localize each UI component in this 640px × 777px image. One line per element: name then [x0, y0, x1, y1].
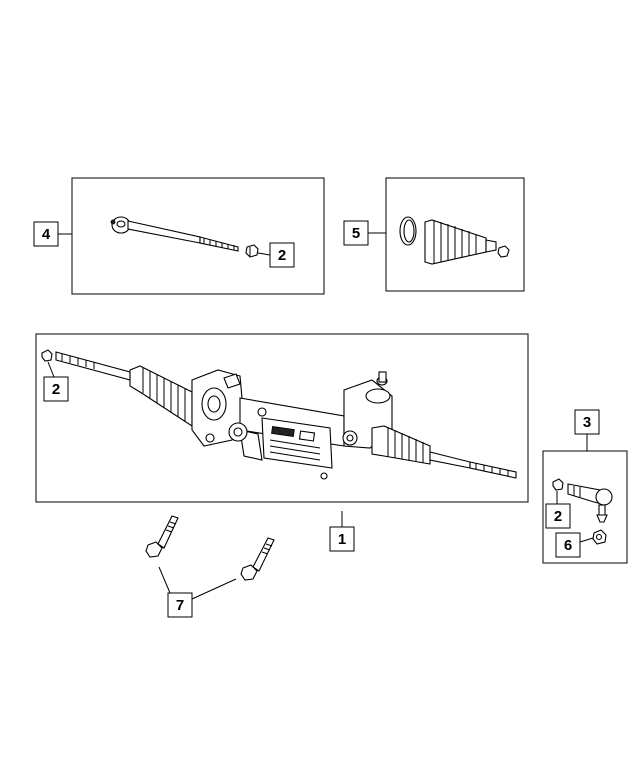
outer-tie-rod-end-illustration: [567, 483, 613, 523]
callout-6: 6: [555, 532, 594, 558]
callout-2-inner-tie-rod: 2: [257, 242, 295, 268]
svg-text:3: 3: [583, 414, 591, 431]
svg-text:4: 4: [42, 226, 51, 243]
callout-4: 4: [33, 221, 72, 247]
svg-text:2: 2: [278, 247, 286, 264]
outer-tie-rod-group-frame: [542, 450, 628, 564]
callout-5: 5: [343, 220, 386, 246]
castle-nut-6: [592, 529, 607, 545]
inner-tie-rod-illustration: [110, 216, 239, 252]
steering-gear-illustration: [55, 351, 517, 480]
inner-tie-rod-group-frame: [71, 177, 325, 295]
svg-text:2: 2: [554, 508, 562, 525]
callout-7: 7: [158, 566, 237, 618]
jam-nut-1: [41, 349, 53, 362]
boot-kit-group-frame: [385, 177, 525, 292]
svg-text:2: 2: [52, 381, 60, 398]
boot-clamp: [399, 216, 417, 246]
callout-2-steering-gear: 2: [43, 361, 69, 402]
callout-1: 1: [329, 511, 355, 552]
svg-text:6: 6: [564, 537, 572, 554]
callout-2-outer-tie-rod: 2: [545, 491, 571, 529]
svg-text:5: 5: [352, 225, 360, 242]
bellows-boot: [424, 219, 497, 265]
jam-nut-3: [552, 478, 564, 491]
steering-gear-group-frame: [35, 333, 529, 503]
bolt-7-right: [240, 537, 275, 581]
jam-nut-4: [245, 244, 259, 258]
bolt-7-left: [145, 515, 179, 558]
boot-small-clamp: [497, 245, 510, 258]
svg-text:7: 7: [176, 597, 184, 614]
callout-3: 3: [574, 409, 600, 451]
svg-text:1: 1: [338, 531, 346, 548]
